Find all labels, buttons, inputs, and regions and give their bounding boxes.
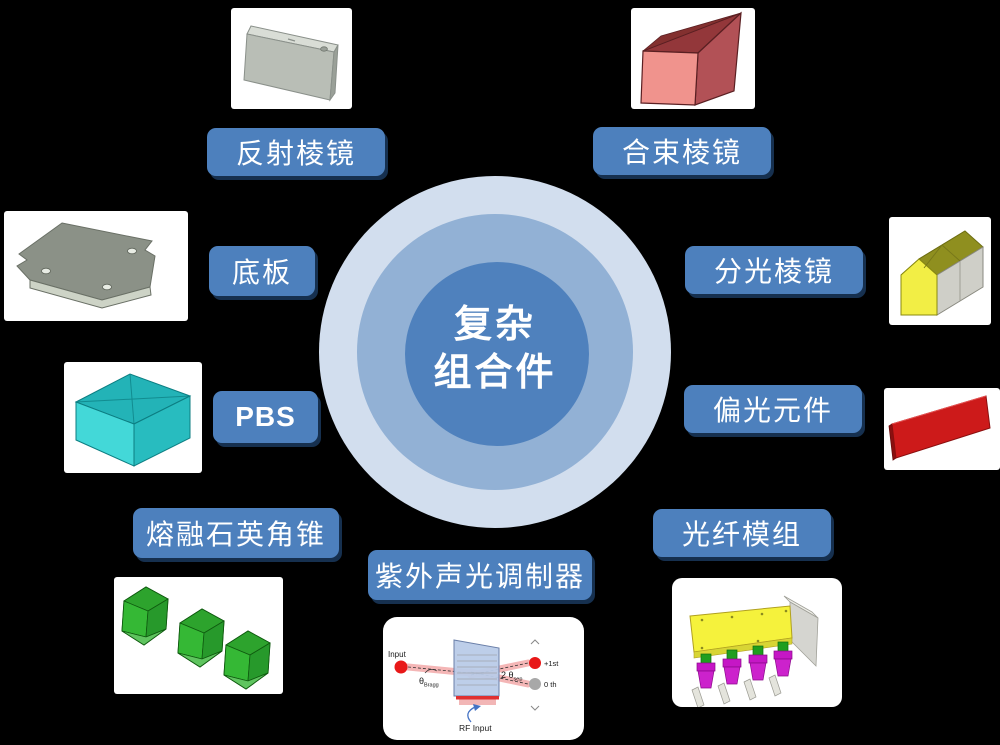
fiber-connector-4 <box>768 641 793 697</box>
label-pbs: PBS <box>213 391 318 443</box>
label-base-plate: 底板 <box>209 246 315 296</box>
transducer-electrode <box>456 696 499 700</box>
zero-order-label: 0 th <box>544 680 557 689</box>
green-prism-2 <box>177 608 225 668</box>
polarizer-image <box>884 388 1000 470</box>
up-chevron-icon <box>530 639 540 645</box>
uv-aom-image: Input +1st 0 th θBragg 2 θsep RF Input <box>383 617 584 740</box>
transducer-base <box>459 699 496 705</box>
input-label: Input <box>388 650 407 659</box>
beam-splitter-image <box>889 217 991 325</box>
input-beam-dot <box>394 660 408 674</box>
fiber-connector-3 <box>743 645 768 701</box>
reflective-prism-image <box>231 8 352 109</box>
corner-cube-image <box>114 577 283 694</box>
fiber-connector-2 <box>717 649 742 705</box>
gray-plate-illustration <box>16 222 156 309</box>
label-fiber-module: 光纤模组 <box>653 509 831 557</box>
base-plate-image <box>4 211 188 321</box>
center-title: 复杂 组合件 <box>375 300 615 395</box>
center-title-line2: 组合件 <box>433 348 557 394</box>
first-order-label: +1st <box>544 659 559 668</box>
label-polarizer: 偏光元件 <box>684 385 862 433</box>
red-wedge-illustration <box>640 11 742 106</box>
gray-slab-illustration <box>243 25 339 102</box>
label-uv-aom: 紫外声光调制器 <box>368 550 592 600</box>
center-title-line1: 复杂 <box>453 301 536 346</box>
green-prism-1 <box>121 586 169 646</box>
rf-arrowhead-icon <box>473 704 481 711</box>
rf-input-label: RF Input <box>459 723 492 733</box>
label-reflective-prism: 反射棱镜 <box>207 128 385 176</box>
label-fused-silica-corner-cube: 熔融石英角锥 <box>133 508 339 558</box>
red-plate-illustration <box>888 395 991 461</box>
center-circle-inner <box>405 262 589 446</box>
down-chevron-icon <box>530 705 540 711</box>
bragg-angle-label: θBragg <box>419 676 439 689</box>
aom-crystal <box>453 639 500 705</box>
beam-combiner-image <box>631 8 755 109</box>
green-prism-3 <box>223 630 271 690</box>
green-prisms-illustration <box>121 586 271 690</box>
bragg-angle-arc <box>424 669 438 674</box>
teal-cube-illustration <box>74 373 192 467</box>
label-beam-splitter: 分光棱镜 <box>685 246 863 294</box>
label-beam-combiner: 合束棱镜 <box>593 127 771 175</box>
fiber-module-image <box>672 578 842 707</box>
fiber-module-illustration <box>689 595 819 707</box>
rf-arrow-icon <box>467 706 476 723</box>
pbs-image <box>64 362 202 473</box>
aom-schematic: Input +1st 0 th θBragg 2 θsep RF Input <box>388 639 559 733</box>
zero-order-dot <box>529 678 541 690</box>
first-order-dot <box>529 657 541 669</box>
fiber-connector-1 <box>691 653 716 707</box>
separation-angle-label: 2 θsep <box>501 670 522 683</box>
yellow-prism-illustration <box>900 230 984 316</box>
